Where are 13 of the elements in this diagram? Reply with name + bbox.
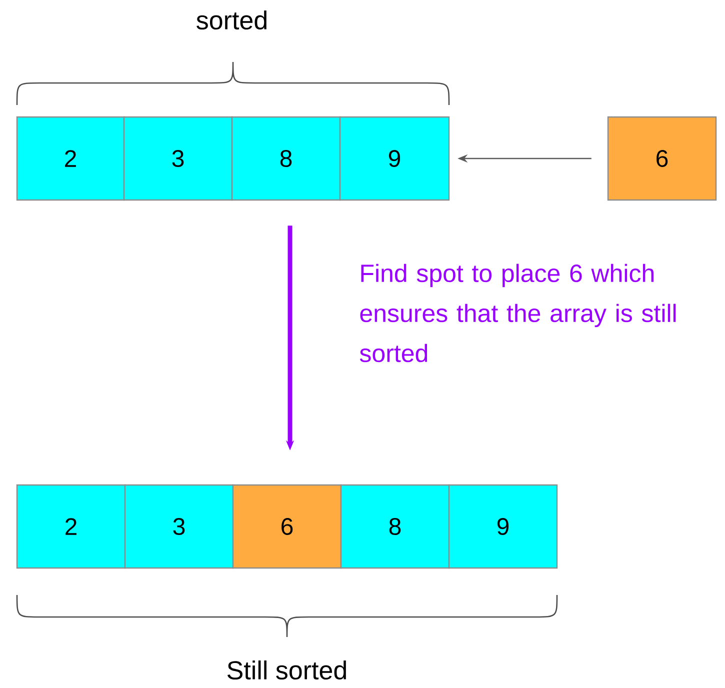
array-cell: 3 <box>124 484 234 569</box>
array-cell: 6 <box>607 116 717 201</box>
array-cell: 3 <box>123 116 233 201</box>
array-cell: 9 <box>339 116 450 201</box>
annotation: Find spot to place 6 which ensures that the array is still sorted <box>360 264 676 362</box>
array-cell: 8 <box>231 116 341 201</box>
heading: Still sorted <box>228 660 346 680</box>
array-cell: 9 <box>448 484 558 569</box>
array-cell: 2 <box>16 116 125 201</box>
array-cell: 8 <box>340 484 450 569</box>
array-cell: 2 <box>16 484 126 569</box>
heading: sorted <box>196 10 266 30</box>
array-cell: 6 <box>232 484 342 569</box>
